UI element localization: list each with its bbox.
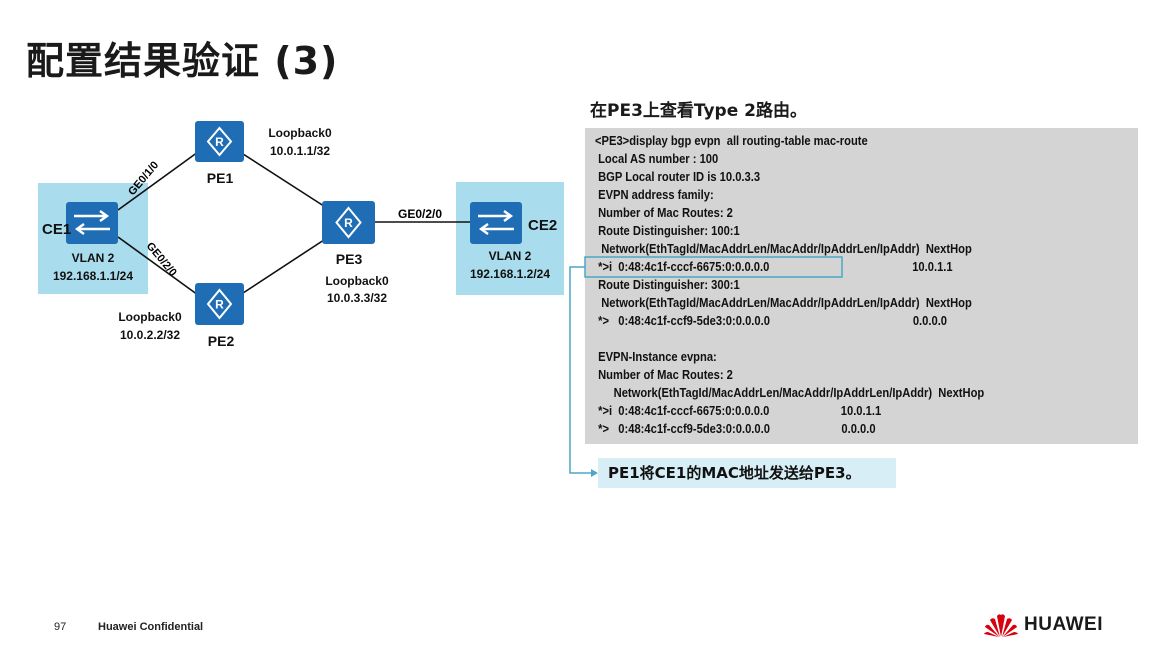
terminal-line: *> 0:48:4c1f-ccf9-5de3:0:0.0.0.0 0.0.0.0 bbox=[595, 313, 948, 328]
slide-title: 配置结果验证 (3) bbox=[26, 39, 339, 83]
callout-arrow-icon bbox=[591, 469, 598, 477]
terminal-line: EVPN address family: bbox=[595, 187, 714, 202]
svg-text:R: R bbox=[215, 135, 224, 149]
terminal-line: Network(EthTagId/MacAddrLen/MacAddr/IpAd… bbox=[595, 385, 985, 400]
terminal-line: Local AS number : 100 bbox=[595, 151, 719, 166]
callout-connector bbox=[569, 266, 593, 474]
ce1-name: CE1 bbox=[42, 221, 71, 238]
route-highlight-box bbox=[584, 256, 843, 278]
pe2-loopback: Loopback0 bbox=[118, 310, 182, 324]
ce2-vlan: VLAN 2 bbox=[489, 249, 532, 263]
ce1-ip: 192.168.1.1/24 bbox=[53, 269, 133, 283]
pe2-name: PE2 bbox=[208, 333, 235, 349]
pe3-name: PE3 bbox=[336, 251, 363, 267]
svg-text:R: R bbox=[215, 298, 224, 312]
huawei-flower-icon bbox=[984, 614, 1018, 637]
link-pe1-pe3 bbox=[239, 151, 331, 211]
pe1-router-icon: R bbox=[195, 121, 244, 162]
terminal-line: Network(EthTagId/MacAddrLen/MacAddr/IpAd… bbox=[595, 295, 972, 310]
pe3-loopback-ip: 10.0.3.3/32 bbox=[327, 291, 387, 305]
ce1-switch-icon bbox=[66, 202, 118, 244]
terminal-line: Network(EthTagId/MacAddrLen/MacAddr/IpAd… bbox=[595, 241, 972, 256]
terminal-line: EVPN-Instance evpna: bbox=[595, 349, 717, 364]
terminal-line: Route Distinguisher: 300:1 bbox=[595, 277, 740, 292]
confidentiality-label: Huawei Confidential bbox=[98, 621, 204, 633]
pe2-router-icon: R bbox=[195, 283, 244, 325]
ce2-name: CE2 bbox=[528, 217, 557, 234]
page-number: 97 bbox=[54, 621, 67, 633]
ce2-switch-icon bbox=[470, 202, 522, 244]
ce1-vlan: VLAN 2 bbox=[72, 251, 115, 265]
terminal-line: <PE3>display bgp evpn all routing-table … bbox=[595, 133, 868, 148]
link-ce1-pe1 bbox=[117, 151, 199, 211]
terminal-output: <PE3>display bgp evpn all routing-table … bbox=[585, 128, 1138, 444]
label-pe3-ce2: GE0/2/0 bbox=[398, 207, 442, 221]
callout-note: PE1将CE1的MAC地址发送给PE3。 bbox=[598, 458, 896, 488]
pe1-name: PE1 bbox=[207, 170, 234, 186]
terminal-line: Number of Mac Routes: 2 bbox=[595, 367, 733, 382]
pe2-loopback-ip: 10.0.2.2/32 bbox=[120, 328, 180, 342]
terminal-line: *> 0:48:4c1f-ccf9-5de3:0:0.0.0.0 0.0.0.0 bbox=[595, 421, 876, 436]
terminal-line: *>i 0:48:4c1f-cccf-6675:0:0.0.0.0 10.0.1… bbox=[595, 403, 882, 418]
terminal-line: BGP Local router ID is 10.0.3.3 bbox=[595, 169, 761, 184]
caption: 在PE3上查看Type 2路由。 bbox=[590, 101, 808, 121]
svg-text:R: R bbox=[344, 216, 353, 230]
ce2-ip: 192.168.1.2/24 bbox=[470, 267, 550, 281]
link-ce1-pe2 bbox=[117, 236, 199, 296]
huawei-logo-text: HUAWEI bbox=[1024, 614, 1103, 635]
pe3-loopback: Loopback0 bbox=[325, 274, 389, 288]
link-pe2-pe3 bbox=[239, 235, 331, 296]
pe1-loopback: Loopback0 bbox=[268, 126, 332, 140]
terminal-line: Number of Mac Routes: 2 bbox=[595, 205, 733, 220]
terminal-line: Route Distinguisher: 100:1 bbox=[595, 223, 740, 238]
pe1-loopback-ip: 10.0.1.1/32 bbox=[270, 144, 330, 158]
terminal-line: *>i 0:48:4c1f-cccf-6675:0:0.0.0.0 10.0.1… bbox=[595, 259, 953, 274]
topology-links bbox=[117, 151, 470, 296]
pe3-router-icon: R bbox=[322, 201, 375, 244]
huawei-logo: HUAWEI bbox=[984, 612, 1103, 638]
